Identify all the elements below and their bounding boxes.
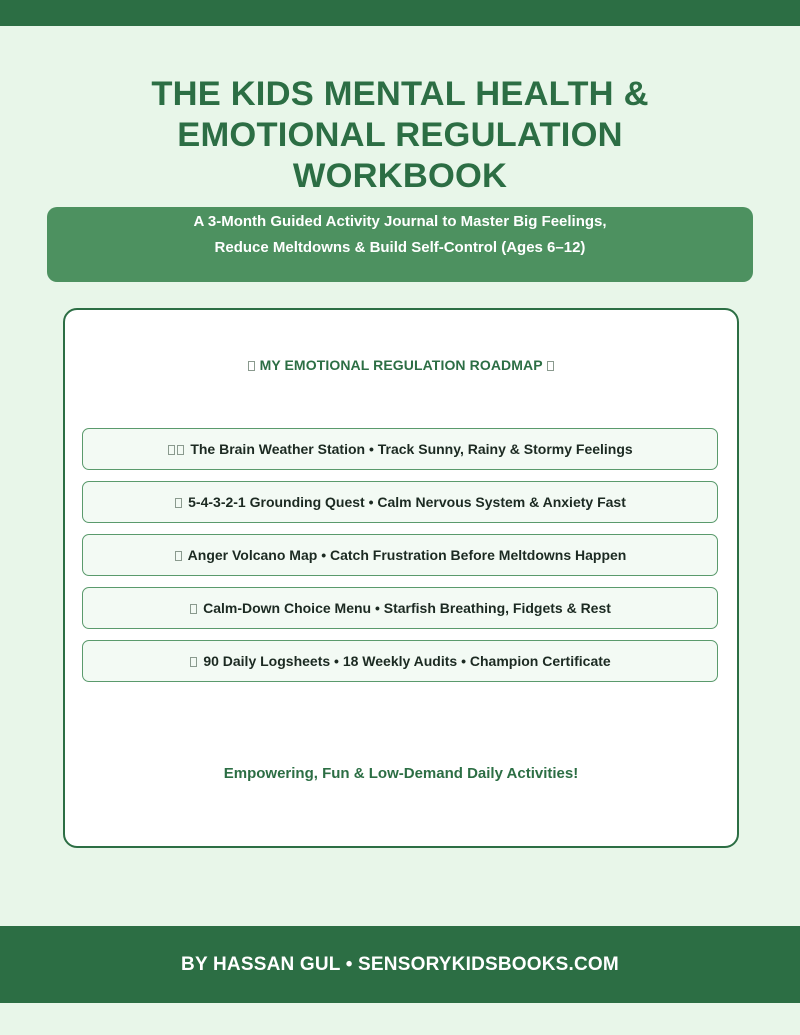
feature-item-text: Calm-Down Choice Menu • Starfish Breathi… (203, 600, 611, 616)
footer-band: BY HASSAN GUL • SENSORYKIDSBOOKS.COM (0, 926, 800, 1003)
subtitle-line: A 3-Month Guided Activity Journal to Mas… (193, 213, 607, 230)
missing-glyph-icon (547, 361, 555, 371)
missing-glyph-icon (174, 494, 183, 510)
subtitle-line: Reduce Meltdowns & Build Self-Control (A… (214, 239, 586, 256)
top-band (0, 0, 800, 26)
title-line: WORKBOOK (292, 157, 508, 195)
feature-item-text: Anger Volcano Map • Catch Frustration Be… (187, 547, 627, 563)
roadmap-heading: MY EMOTIONAL REGULATION ROADMAP (65, 356, 737, 374)
missing-glyph-icon (189, 600, 198, 616)
feature-item-text: 90 Daily Logsheets • 18 Weekly Audits • … (203, 653, 611, 669)
missing-glyph-icon (167, 441, 185, 457)
feature-item-grounding-quest: 5-4-3-2-1 Grounding Quest • Calm Nervous… (82, 481, 718, 523)
feature-item-daily-logsheets: 90 Daily Logsheets • 18 Weekly Audits • … (82, 640, 718, 682)
missing-glyph-icon (174, 547, 183, 563)
roadmap-card: MY EMOTIONAL REGULATION ROADMAP The Brai… (63, 308, 739, 848)
title-line: EMOTIONAL REGULATION (177, 116, 623, 154)
feature-item-anger-volcano-map: Anger Volcano Map • Catch Frustration Be… (82, 534, 718, 576)
feature-item-text: 5-4-3-2-1 Grounding Quest • Calm Nervous… (188, 494, 626, 510)
feature-item-text: The Brain Weather Station • Track Sunny,… (190, 441, 633, 457)
workbook-title: THE KIDS MENTAL HEALTH & EMOTIONAL REGUL… (0, 74, 800, 197)
feature-item-calm-down-menu: Calm-Down Choice Menu • Starfish Breathi… (82, 587, 718, 629)
missing-glyph-icon (247, 361, 255, 371)
title-line: THE KIDS MENTAL HEALTH & (151, 75, 649, 113)
feature-item-brain-weather-station: The Brain Weather Station • Track Sunny,… (82, 428, 718, 470)
author-website-line: BY HASSAN GUL • SENSORYKIDSBOOKS.COM (181, 954, 619, 975)
roadmap-heading-text: MY EMOTIONAL REGULATION ROADMAP (259, 357, 543, 373)
subtitle-banner: A 3-Month Guided Activity Journal to Mas… (47, 207, 753, 282)
missing-glyph-icon (189, 653, 198, 669)
tagline: Empowering, Fun & Low-Demand Daily Activ… (223, 765, 579, 782)
